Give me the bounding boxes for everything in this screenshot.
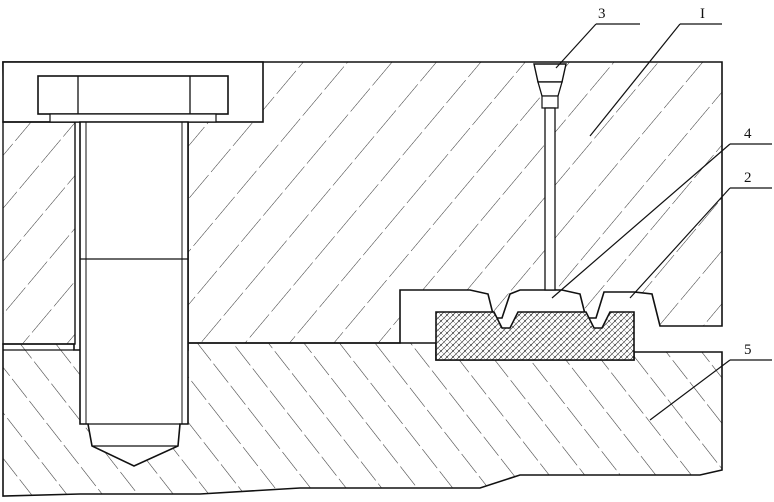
left-plate-region	[2, 121, 76, 345]
leader-lines	[551, 23, 772, 421]
channel	[544, 107, 556, 291]
label-I: I	[700, 6, 705, 22]
fitting	[533, 63, 567, 291]
sealing-pad	[435, 311, 635, 361]
bolt-shank	[79, 121, 189, 467]
label-3: 3	[598, 6, 606, 22]
label-4: 4	[744, 126, 752, 142]
label-5: 5	[744, 342, 752, 358]
bolt	[37, 75, 229, 467]
label-2: 2	[744, 170, 752, 186]
bolt-head	[37, 75, 229, 115]
